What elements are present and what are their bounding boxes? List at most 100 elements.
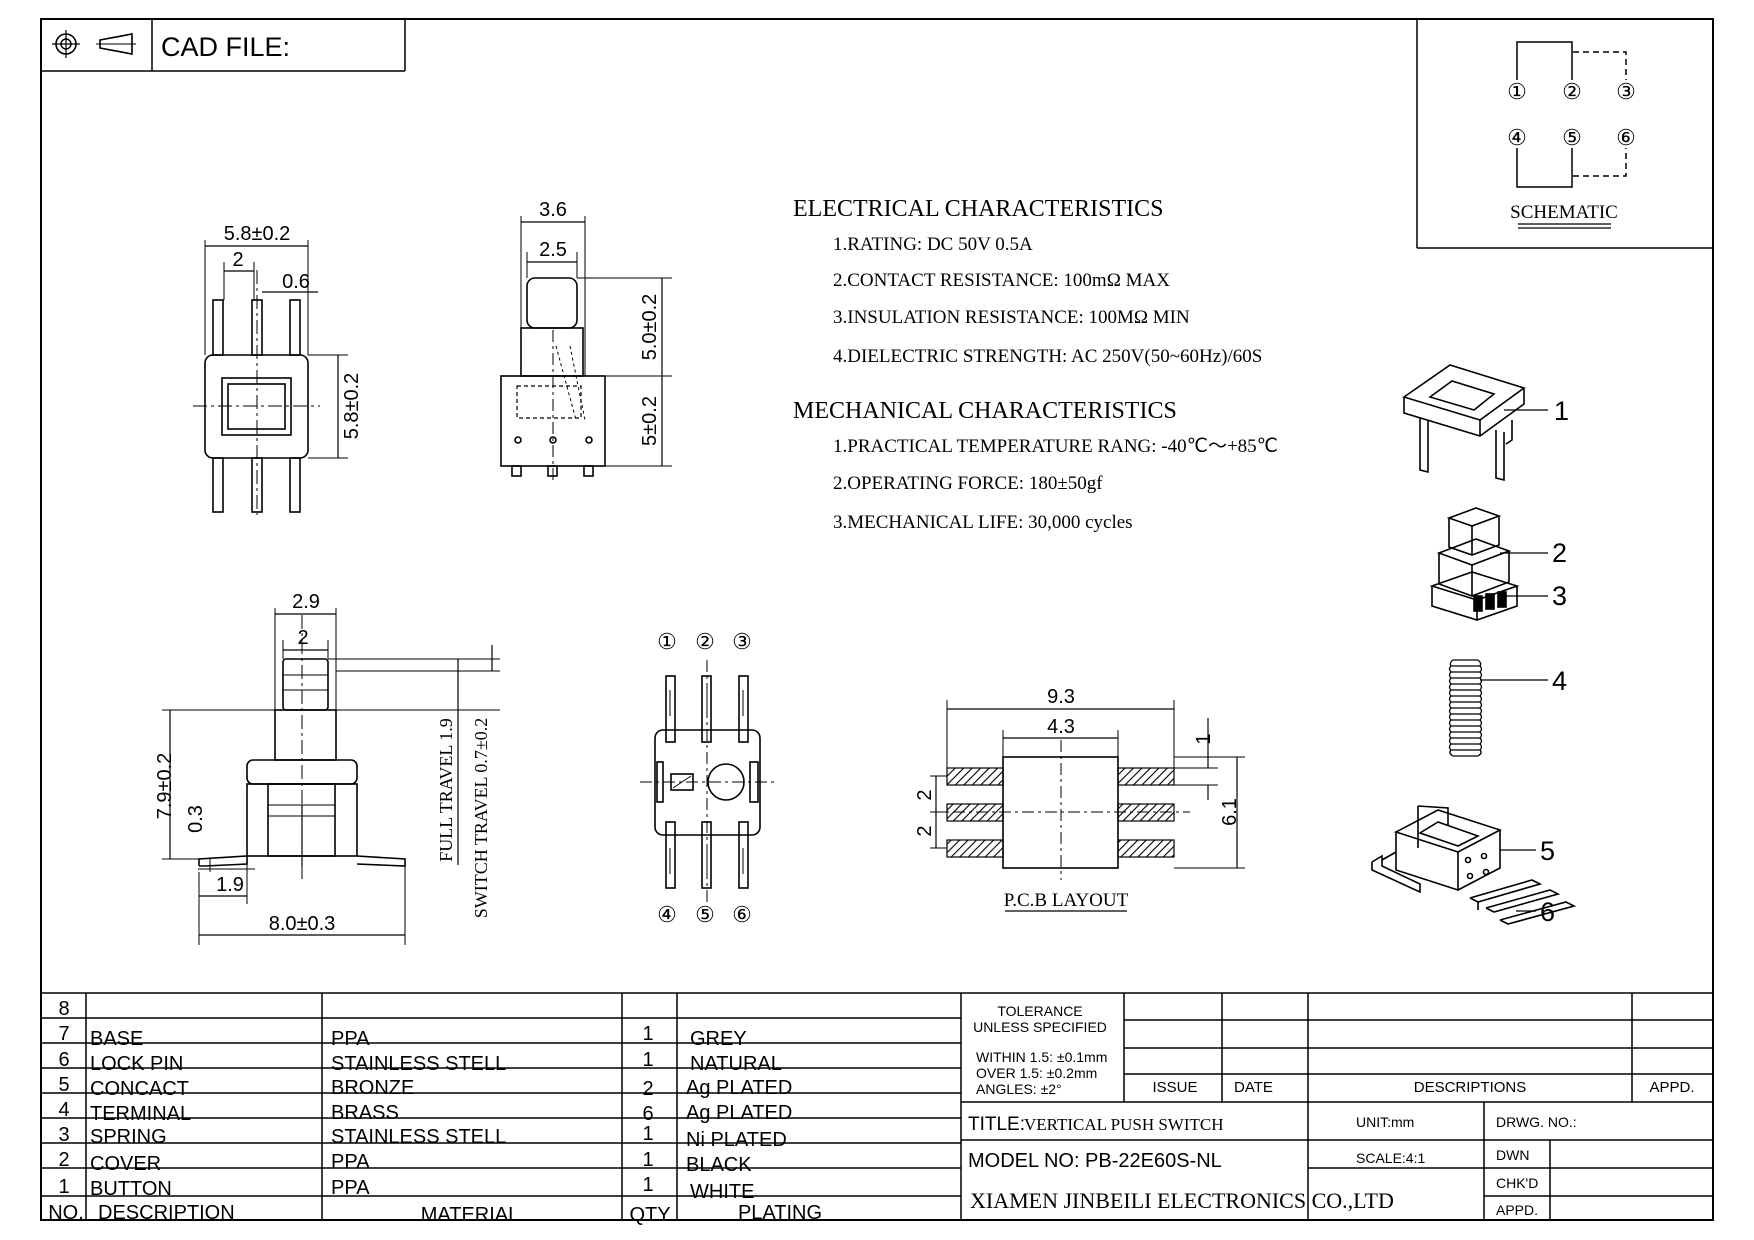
- electrical-item-4: 4.DIELECTRIC STRENGTH: AC 250V(50~60Hz)/…: [833, 346, 1262, 367]
- cad-file-label: CAD FILE:: [161, 32, 290, 62]
- bom-row-1-no: 1: [58, 1176, 69, 1198]
- scale-label: SCALE:4:1: [1356, 1150, 1425, 1166]
- callout-4: 4: [1552, 666, 1567, 696]
- drawing-number-label: DRWG. NO.:: [1496, 1114, 1577, 1130]
- company-name: XIAMEN JINBEILI ELECTRONICS CO.,LTD: [970, 1188, 1394, 1213]
- top-view: [193, 240, 348, 515]
- bottom-view-pin-3: ③: [732, 629, 752, 654]
- bottom-view-pin-4: ④: [657, 902, 677, 927]
- drawing-frame: [40, 18, 1714, 1221]
- front-view-top-dim: 2.9: [292, 591, 320, 613]
- bom-row-6-description: LOCK PIN: [90, 1053, 183, 1075]
- bom-row-1-material: PPA: [331, 1177, 370, 1199]
- side-view-lower-dim: 5±0.2: [639, 396, 661, 446]
- bom-row-4-no: 4: [58, 1099, 69, 1121]
- schematic-pin-2: ②: [1562, 79, 1582, 104]
- tolerance-over: OVER 1.5: ±0.2mm: [976, 1065, 1097, 1081]
- bom-row-2-material: PPA: [331, 1151, 370, 1173]
- appd-header: APPD.: [1649, 1079, 1694, 1096]
- mechanical-item-2: 2.OPERATING FORCE: 180±50gf: [833, 473, 1103, 494]
- title-block: TOLERANCE UNLESS SPECIFIED WITHIN 1.5: ±…: [961, 993, 1713, 1220]
- electrical-item-3: 3.INSULATION RESISTANCE: 100MΩ MIN: [833, 307, 1190, 328]
- pcb-pitch-dim-a: 2: [914, 789, 936, 800]
- bom-header-material: MATERIAL: [421, 1204, 520, 1226]
- issue-header: ISSUE: [1152, 1079, 1197, 1096]
- drawn-by-label: DWN: [1496, 1147, 1529, 1163]
- pcb-pitch-dim-b: 2: [914, 825, 936, 836]
- schematic-label: SCHEMATIC: [1510, 202, 1618, 223]
- bom-row-4-plating: Ag PLATED: [686, 1102, 792, 1124]
- bom-row-6-plating: NATURAL: [690, 1053, 782, 1075]
- bom-row-6-no: 6: [58, 1049, 69, 1071]
- side-view-top-dim: 3.6: [539, 199, 567, 221]
- bom-row-1-plating: WHITE: [690, 1181, 754, 1203]
- bom-row-4-description: TERMINAL: [90, 1103, 191, 1125]
- approved-by-label: APPD.: [1496, 1202, 1538, 1218]
- model-number: MODEL NO: PB-22E60S-NL: [968, 1150, 1222, 1172]
- front-view-small-dim: 0.3: [185, 805, 207, 833]
- pcb-layout: 9.3 4.3 1 6.1 2 2 P.C.B LAYOUT: [914, 686, 1245, 912]
- date-header: DATE: [1234, 1079, 1273, 1096]
- tolerance-within: WITHIN 1.5: ±0.1mm: [976, 1049, 1107, 1065]
- switch-travel-label: SWITCH TRAVEL 0.7±0.2: [471, 718, 491, 919]
- bom-row-7-material: PPA: [331, 1028, 370, 1050]
- tolerance-title-2: UNLESS SPECIFIED: [973, 1019, 1107, 1035]
- tolerance-title-1: TOLERANCE: [997, 1003, 1082, 1019]
- bom-header-qty: QTY: [629, 1204, 670, 1226]
- descriptions-header: DESCRIPTIONS: [1414, 1079, 1527, 1096]
- bom-header-plating: PLATING: [738, 1202, 822, 1224]
- title-value: VERTICAL PUSH SWITCH: [1024, 1115, 1224, 1134]
- callout-3: 3: [1552, 581, 1567, 611]
- full-travel-label: FULL TRAVEL 1.9: [436, 718, 456, 862]
- bom-row-7-plating: GREY: [690, 1028, 747, 1050]
- crosshair-icon: [52, 30, 80, 58]
- callout-5: 5: [1540, 836, 1555, 866]
- bom-row-4-material: BRASS: [331, 1102, 399, 1124]
- unit-label: UNIT:mm: [1356, 1114, 1414, 1130]
- schematic-pin-5: ⑤: [1562, 125, 1582, 150]
- electrical-title: ELECTRICAL CHARACTERISTICS: [793, 196, 1163, 222]
- electrical-item-1: 1.RATING: DC 50V 0.5A: [833, 234, 1033, 255]
- bom-row-3-no: 3: [58, 1124, 69, 1146]
- bom-row-7-no: 7: [58, 1023, 69, 1045]
- checked-by-label: CHK'D: [1496, 1175, 1538, 1191]
- front-view-button-dim: 2: [297, 627, 308, 649]
- bom-row-2-no: 2: [58, 1149, 69, 1171]
- pcb-inner-width-dim: 4.3: [1047, 716, 1075, 738]
- bom-row-5-material: BRONZE: [331, 1077, 414, 1099]
- title-label: TITLE:: [968, 1114, 1025, 1135]
- bom-row-5-plating: Ag PLATED: [686, 1077, 792, 1099]
- bom-row-2-plating: BLACK: [686, 1154, 752, 1176]
- callout-6: 6: [1540, 897, 1555, 927]
- pcb-layout-label: P.C.B LAYOUT: [1004, 890, 1129, 911]
- schematic-box: ① ② ③ ④ ⑤ ⑥ SCHEMATIC: [1416, 19, 1713, 249]
- front-view: [162, 608, 500, 945]
- callout-1: 1: [1554, 396, 1569, 426]
- bom-row-1-description: BUTTON: [90, 1178, 172, 1200]
- mechanical-item-1: 1.PRACTICAL TEMPERATURE RANG: -40℃～+85℃: [833, 436, 1278, 457]
- bom-header-no: NO.: [48, 1202, 84, 1224]
- projection-cone-icon: [96, 33, 136, 55]
- cad-file-header: CAD FILE:: [41, 19, 406, 72]
- bottom-view-pin-5: ⑤: [695, 902, 715, 927]
- bom-row-2-description: COVER: [90, 1153, 161, 1175]
- pcb-height-dim: 6.1: [1219, 798, 1241, 826]
- bottom-view-pin-6: ⑥: [732, 902, 752, 927]
- bom-row-5-no: 5: [58, 1074, 69, 1096]
- tolerance-angles: ANGLES: ±2°: [976, 1081, 1062, 1097]
- schematic-pin-6: ⑥: [1616, 125, 1636, 150]
- bom-row-5-qty: 2: [642, 1078, 653, 1100]
- top-view-height-dim: 5.8±0.2: [341, 373, 363, 440]
- bottom-view: [640, 660, 775, 905]
- bom-row-3-material: STAINLESS STELL: [331, 1126, 506, 1148]
- bom-table: 8 7 BASE PPA 1 GREY 6 LOCK PIN STAINLESS…: [41, 992, 1713, 1226]
- bom-header-description: DESCRIPTION: [98, 1202, 235, 1224]
- front-view-height-dim: 7.9±0.2: [154, 753, 176, 820]
- top-view-pitch-dim: 2: [232, 249, 243, 271]
- exploded-view: [1371, 364, 1577, 925]
- bom-row-6-material: STAINLESS STELL: [331, 1053, 506, 1075]
- pcb-total-width-dim: 9.3: [1047, 686, 1075, 708]
- bom-row-8-no: 8: [58, 998, 69, 1020]
- bom-row-2-qty: 1: [642, 1149, 653, 1171]
